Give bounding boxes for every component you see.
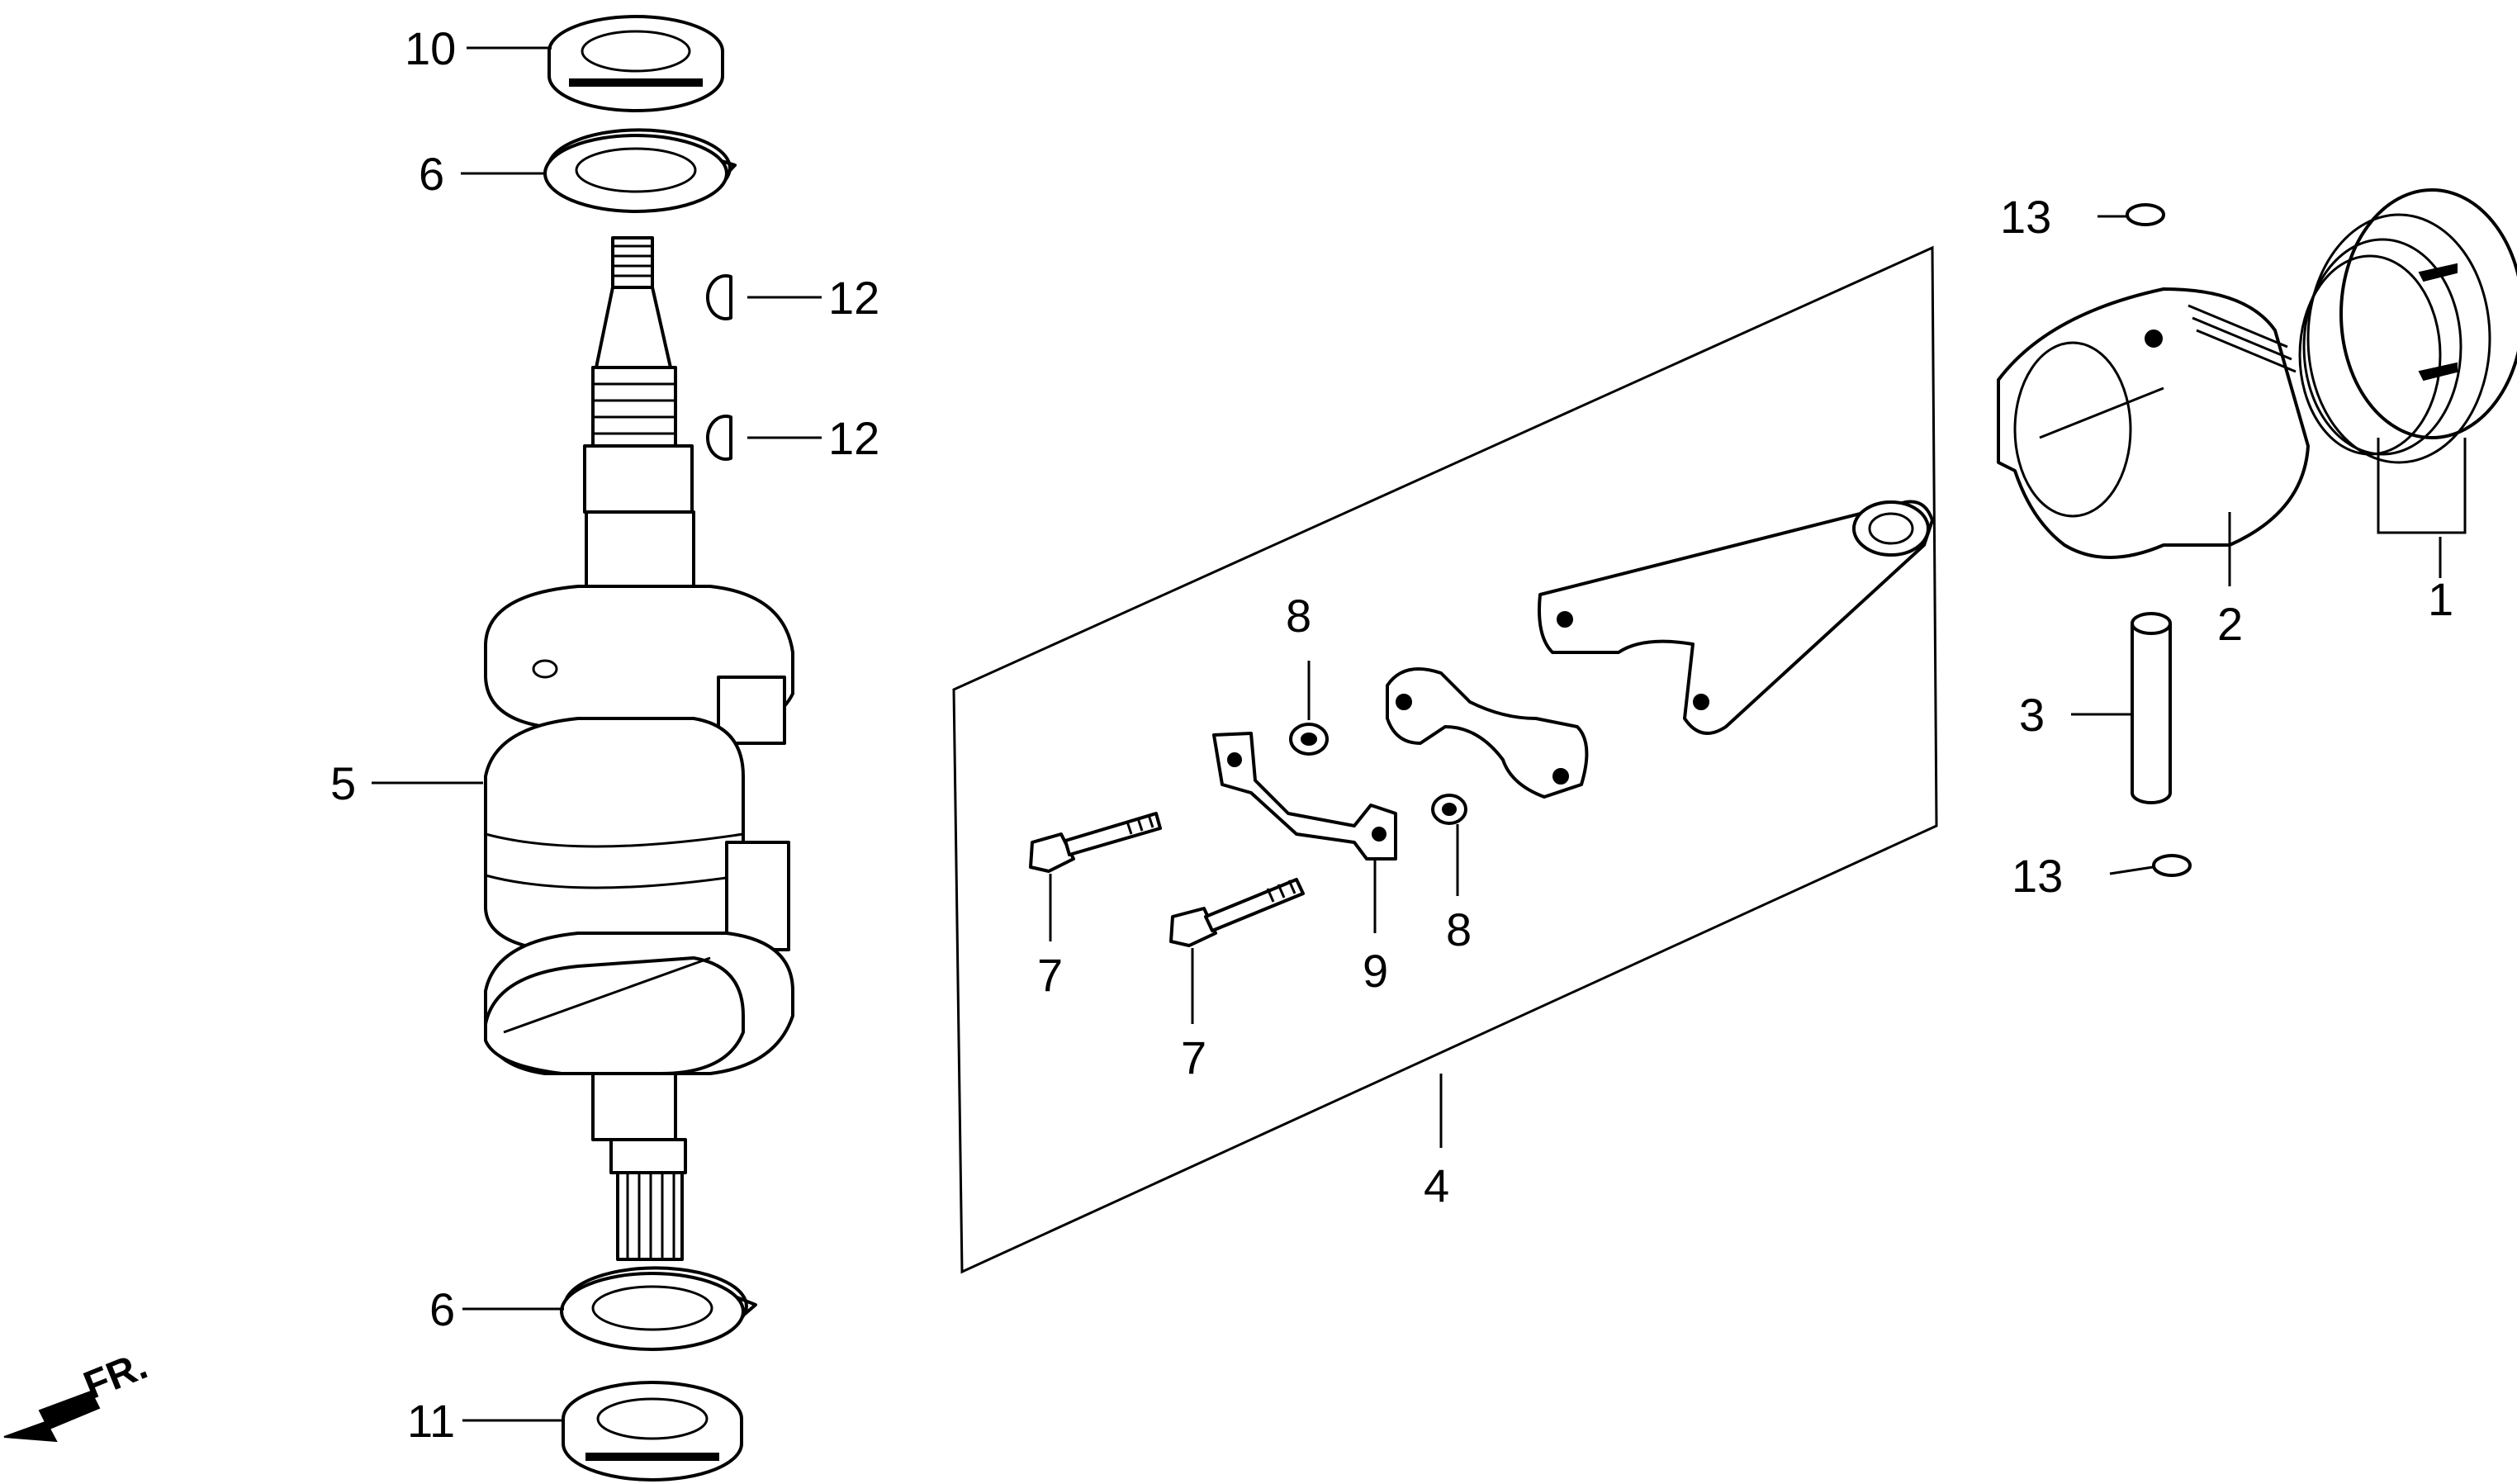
washer-top: [1289, 723, 1329, 756]
callout-7-a: 7: [1037, 949, 1063, 1001]
oil-seal-top: [547, 15, 724, 112]
callout-12-b: 12: [828, 412, 879, 464]
callout-10: 10: [405, 22, 456, 74]
callout-8-bottom: 8: [1446, 903, 1472, 955]
callout-12-a: 12: [828, 272, 879, 324]
callout-6-bottom: 6: [429, 1283, 455, 1335]
connecting-rod: [1538, 500, 1934, 735]
callout-3: 3: [2019, 689, 2045, 741]
front-direction-arrow-icon: [3, 1390, 101, 1443]
callout-8-top: 8: [1286, 590, 1311, 642]
piston-pin: [2131, 612, 2172, 804]
callout-11: 11: [407, 1395, 455, 1447]
callout-13-top: 13: [2000, 191, 2051, 243]
callout-7-b: 7: [1181, 1031, 1206, 1083]
circlip-top: [2126, 203, 2165, 226]
rod-bolt-b: [1169, 878, 1305, 947]
oil-seal-bottom: [562, 1381, 743, 1482]
leader-lines: [372, 46, 2467, 1422]
woodruff-key-a: [706, 274, 732, 320]
woodruff-key-b: [706, 415, 732, 461]
callout-9: 9: [1363, 945, 1388, 997]
lock-plate: [1212, 732, 1397, 861]
connecting-rod-cap: [1386, 667, 1589, 799]
callout-2: 2: [2217, 598, 2243, 650]
circlip-bottom: [2152, 854, 2192, 877]
callout-4: 4: [1424, 1159, 1449, 1211]
callout-13-bottom: 13: [2012, 850, 2063, 902]
piston-rings: [2298, 188, 2517, 464]
callout-6-top: 6: [419, 148, 444, 200]
thrust-washer-top: [543, 128, 737, 213]
thrust-washer-bottom: [560, 1266, 757, 1351]
callout-5: 5: [330, 757, 356, 809]
crankshaft: [484, 236, 794, 1261]
rod-bolt-a: [1029, 812, 1162, 873]
piston: [1997, 287, 2310, 559]
washer-bottom: [1431, 794, 1467, 825]
connecting-rod-kit-panel: [952, 245, 1938, 1274]
callout-1: 1: [2428, 573, 2453, 625]
